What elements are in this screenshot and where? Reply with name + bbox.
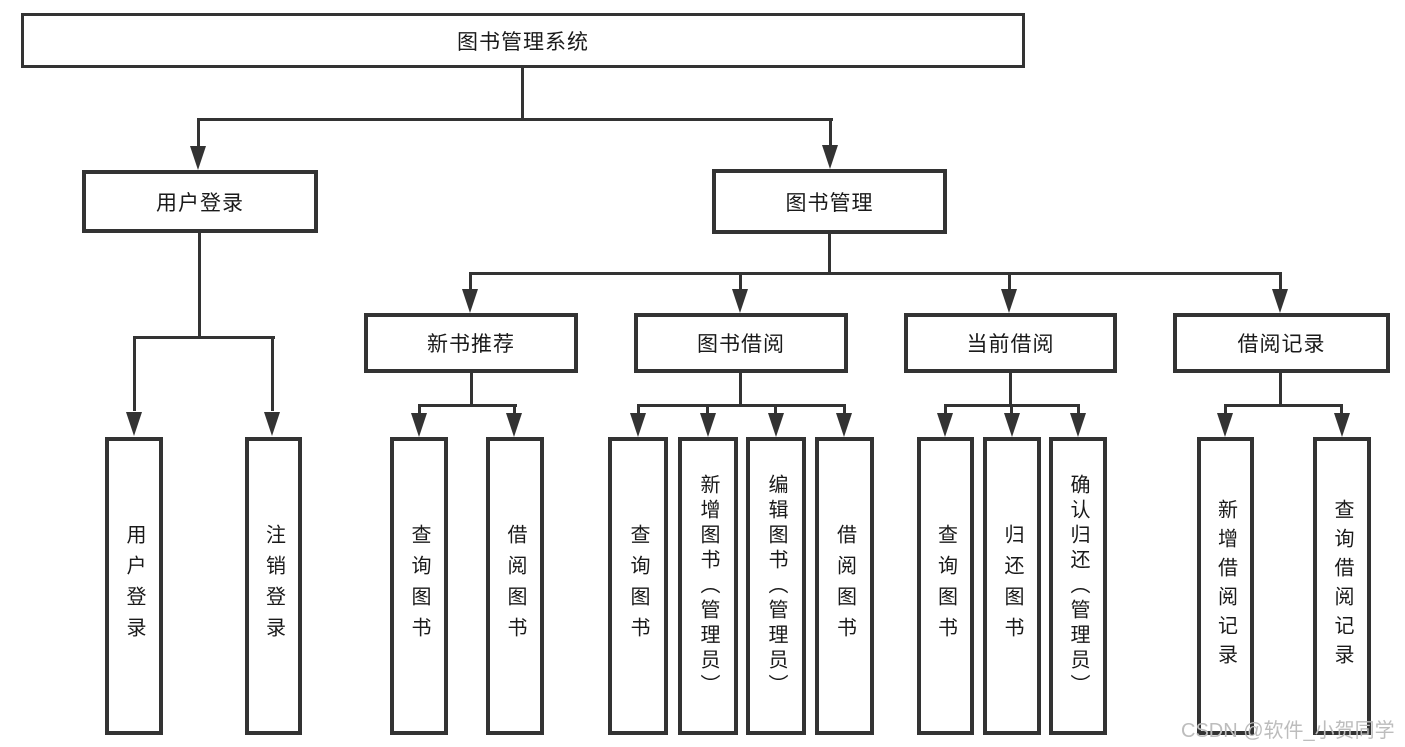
leaf-logout: 注销登录 bbox=[245, 437, 302, 735]
arrowhead-icon bbox=[1334, 413, 1350, 437]
leaf-query-book-3: 查询图书 bbox=[917, 437, 974, 735]
leaf-query-book-2: 查询图书 bbox=[608, 437, 668, 735]
connector-user-login-drop-line bbox=[197, 118, 200, 148]
connector-book-mgmt-stem-line bbox=[828, 234, 831, 274]
connector-book-mgmt-horizontal-line bbox=[469, 272, 1282, 275]
connector-drop-line bbox=[469, 272, 472, 290]
connector-stem-line bbox=[1009, 373, 1012, 406]
connector-stem-line bbox=[1279, 373, 1282, 406]
leaf-return-book: 归还图书 bbox=[983, 437, 1041, 735]
arrowhead-icon bbox=[1001, 289, 1017, 313]
node-user-login-branch: 用户登录 bbox=[82, 170, 318, 233]
leaf-query-book-1: 查询图书 bbox=[390, 437, 448, 735]
watermark: CSDN @软件_小贺同学 bbox=[1181, 720, 1395, 742]
connector-drop-line bbox=[133, 336, 136, 411]
arrowhead-icon bbox=[1217, 413, 1233, 437]
connector-root-horizontal-line bbox=[197, 118, 833, 121]
node-borrow-records: 借阅记录 bbox=[1173, 313, 1390, 373]
arrowhead-icon bbox=[768, 413, 784, 437]
connector-drop-line bbox=[1010, 404, 1013, 414]
connector-horizontal-line bbox=[418, 404, 517, 407]
connector-book-mgmt-drop-line bbox=[829, 118, 832, 148]
arrowhead-icon bbox=[1070, 413, 1086, 437]
leaf-edit-book-admin: 编辑图书（管理员） bbox=[746, 437, 806, 735]
arrowhead-icon bbox=[836, 413, 852, 437]
connector-drop-line bbox=[843, 404, 846, 414]
connector-stem-line bbox=[470, 373, 473, 406]
connector-stem-line bbox=[739, 373, 742, 406]
connector-drop-line bbox=[271, 336, 274, 411]
leaf-user-login: 用户登录 bbox=[105, 437, 163, 735]
leaf-borrow-book-2: 借阅图书 bbox=[815, 437, 874, 735]
connector-drop-line bbox=[1279, 272, 1282, 290]
connector-drop-line bbox=[1224, 404, 1227, 414]
connector-drop-line bbox=[1008, 272, 1011, 290]
connector-horizontal-line bbox=[637, 404, 846, 407]
arrowhead-icon bbox=[411, 413, 427, 437]
arrowhead-icon bbox=[700, 413, 716, 437]
node-new-book-recommend: 新书推荐 bbox=[364, 313, 578, 373]
arrowhead-icon bbox=[506, 413, 522, 437]
connector-drop-line bbox=[418, 404, 421, 414]
arrowhead-icon bbox=[937, 413, 953, 437]
arrowhead-icon bbox=[630, 413, 646, 437]
node-root: 图书管理系统 bbox=[21, 13, 1025, 68]
leaf-query-borrow-record: 查询借阅记录 bbox=[1313, 437, 1371, 735]
connector-horizontal-line bbox=[1224, 404, 1343, 407]
connector-drop-line bbox=[739, 272, 742, 290]
leaf-add-book-admin: 新增图书（管理员） bbox=[678, 437, 738, 735]
node-book-mgmt-branch: 图书管理 bbox=[712, 169, 947, 234]
arrowhead-icon bbox=[462, 289, 478, 313]
connector-user-login-stem-line bbox=[198, 233, 201, 338]
connector-drop-line bbox=[1077, 404, 1080, 414]
connector-drop-line bbox=[637, 404, 640, 414]
leaf-borrow-book-1: 借阅图书 bbox=[486, 437, 544, 735]
arrowhead-icon bbox=[190, 146, 206, 170]
connector-root-stem-line bbox=[521, 68, 524, 120]
leaf-confirm-return-admin: 确认归还（管理员） bbox=[1049, 437, 1107, 735]
connector-drop-line bbox=[1340, 404, 1343, 414]
arrowhead-icon bbox=[264, 412, 280, 436]
arrowhead-icon bbox=[1272, 289, 1288, 313]
connector-user-login-horizontal-line bbox=[133, 336, 275, 339]
connector-drop-line bbox=[513, 404, 516, 414]
arrowhead-icon bbox=[1004, 413, 1020, 437]
connector-drop-line bbox=[706, 404, 709, 414]
connector-drop-line bbox=[944, 404, 947, 414]
node-book-borrow: 图书借阅 bbox=[634, 313, 848, 373]
arrowhead-icon bbox=[822, 145, 838, 169]
connector-drop-line bbox=[774, 404, 777, 414]
arrowhead-icon bbox=[126, 412, 142, 436]
node-current-borrow: 当前借阅 bbox=[904, 313, 1117, 373]
leaf-add-borrow-record: 新增借阅记录 bbox=[1197, 437, 1254, 735]
arrowhead-icon bbox=[732, 289, 748, 313]
